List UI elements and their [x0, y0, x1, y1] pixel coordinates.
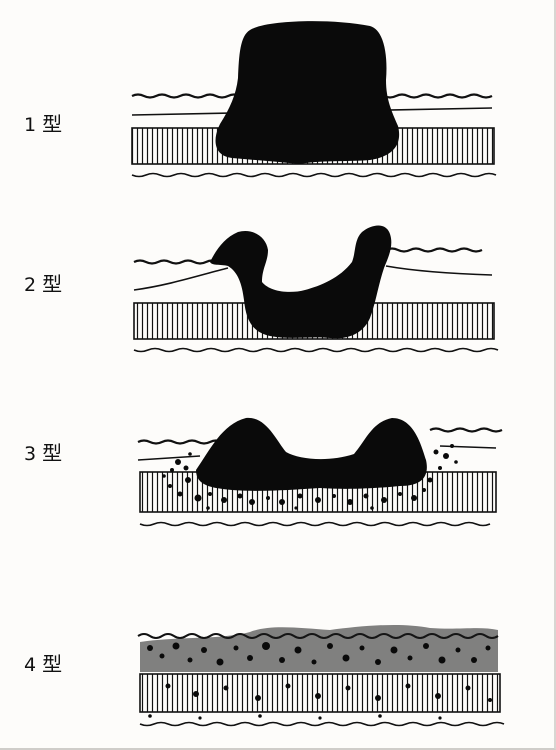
type-3-label: 3型: [24, 437, 68, 466]
type-2-suffix: 型: [42, 272, 69, 296]
type-4-diagram: [137, 624, 505, 727]
type-4-muscle-layer: [139, 673, 501, 713]
type-1-label: 1型: [24, 108, 68, 137]
type-3-submucosa-line-right: [439, 445, 497, 449]
type-3-diagram: [137, 417, 503, 527]
type-4-diffuse-infiltration: [140, 624, 498, 672]
type-1-diagram: [131, 21, 497, 178]
type-3-mucosa-line-left: [137, 439, 223, 445]
type-3-infiltration-speckles: [162, 444, 458, 510]
type-1-tumor-mass: [215, 21, 400, 164]
type-1-suffix: 型: [42, 112, 69, 136]
type-1-number: 1: [24, 114, 43, 136]
type-3-mucosa-line-right: [429, 427, 503, 433]
type-2-diagram: [133, 225, 499, 353]
type-4-number: 4: [24, 654, 43, 676]
type-3-number: 3: [24, 443, 43, 465]
type-4-serosa-line: [139, 721, 505, 727]
type-2-label: 2型: [24, 268, 68, 297]
type-2-tumor-mass: [210, 225, 392, 339]
type-2-serosa-line: [133, 347, 499, 353]
type-2-submucosa-line-left: [133, 267, 229, 291]
type-1-serosa-line: [131, 172, 497, 178]
type-3-submucosa-line-left: [137, 455, 201, 461]
type-4-infiltration-speckles: [147, 642, 492, 720]
type-3-serosa-line: [139, 521, 491, 527]
type-3-tumor-mass: [196, 417, 427, 491]
type-2-submucosa-line-right: [385, 265, 493, 276]
type-3-suffix: 型: [42, 441, 69, 465]
type-4-suffix: 型: [42, 652, 69, 676]
type-4-label: 4型: [24, 648, 68, 677]
type-2-number: 2: [24, 274, 43, 296]
type-2-mucosa-line-right: [385, 247, 483, 253]
